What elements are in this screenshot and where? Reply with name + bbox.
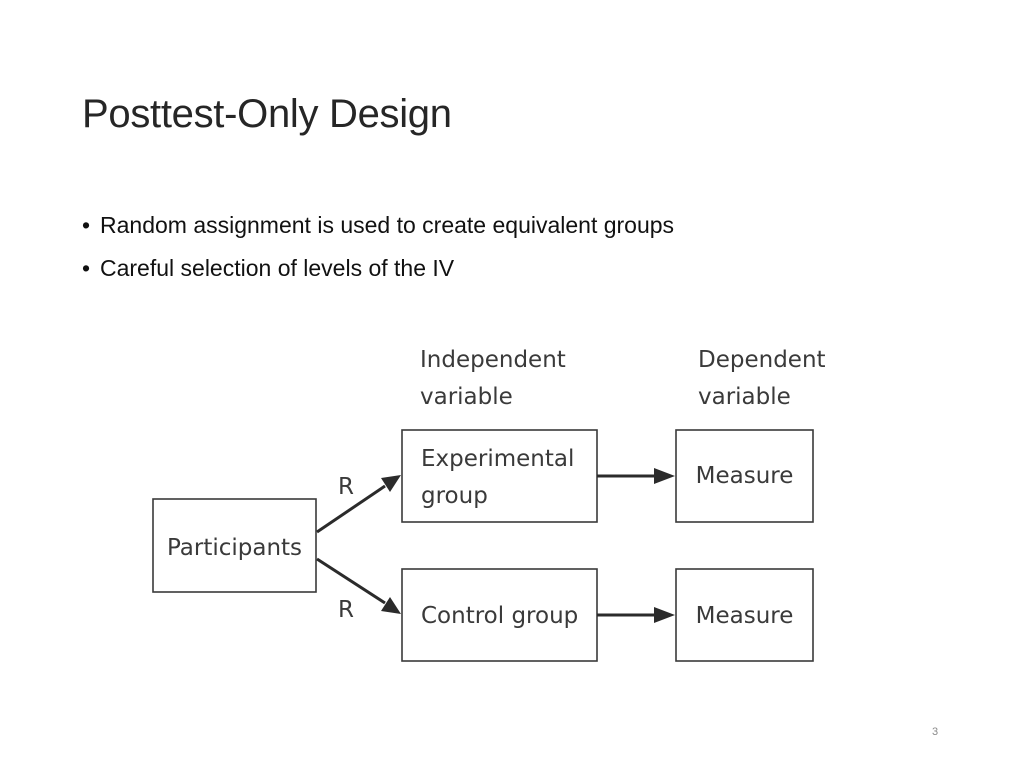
- experimental-group-label-line2: group: [421, 483, 488, 509]
- experimental-group-box: Experimental group: [401, 429, 598, 523]
- independent-variable-header-line1: Independent: [420, 347, 566, 373]
- measure-label-top: Measure: [696, 463, 794, 489]
- random-assignment-label-bottom: R: [338, 597, 354, 623]
- participants-label: Participants: [167, 535, 302, 561]
- bullet-text: Random assignment is used to create equi…: [100, 212, 675, 238]
- experimental-group-label-line1: Experimental: [421, 446, 574, 472]
- control-group-label: Control group: [421, 603, 578, 629]
- bullet-text: Careful selection of levels of the IV: [100, 255, 455, 281]
- independent-variable-header-line2: variable: [420, 384, 513, 410]
- dependent-variable-header-line2: variable: [698, 384, 791, 410]
- control-group-box: Control group: [401, 568, 598, 662]
- dependent-variable-header-line1: Dependent: [698, 347, 826, 373]
- bullet-item: • Careful selection of levels of the IV: [82, 249, 674, 292]
- bullet-dot: •: [82, 255, 91, 281]
- bullet-list: • Random assignment is used to create eq…: [82, 206, 674, 292]
- participants-box: Participants: [152, 498, 317, 593]
- slide-title: Posttest-Only Design: [82, 92, 452, 136]
- page-number: 3: [932, 726, 939, 738]
- bullet-item: • Random assignment is used to create eq…: [82, 206, 674, 249]
- arrow-control-to-measure: [597, 607, 675, 623]
- measure-box-bottom: Measure: [675, 568, 814, 662]
- arrow-to-experimental-group: [316, 475, 401, 534]
- measure-label-bottom: Measure: [696, 603, 794, 629]
- arrow-to-control-group: [316, 557, 401, 614]
- measure-box-top: Measure: [675, 429, 814, 523]
- bullet-dot: •: [82, 212, 91, 238]
- random-assignment-label-top: R: [338, 474, 354, 500]
- arrow-experimental-to-measure: [597, 468, 675, 484]
